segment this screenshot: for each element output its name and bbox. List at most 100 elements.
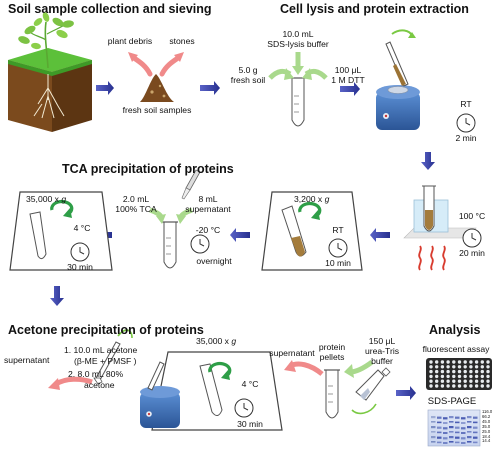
label-cent2-time: 30 min — [67, 262, 93, 272]
tree-seedling-icon — [18, 12, 74, 69]
label-stones: stones — [169, 36, 195, 46]
label-buffer-volume: 10.0 mL — [282, 29, 314, 39]
plate-well — [452, 360, 456, 364]
label-urea-tris: urea-Tris — [364, 346, 400, 356]
plate-well — [469, 379, 473, 383]
gel-marker-label: 116.0 — [482, 409, 493, 414]
flow-arrow — [340, 82, 360, 96]
plate-well — [440, 365, 445, 369]
gel-band — [461, 422, 466, 424]
plate-well — [452, 374, 456, 379]
plate-well — [474, 365, 479, 369]
plate-well — [452, 369, 456, 374]
gel-band — [443, 427, 448, 430]
gel-band — [455, 426, 460, 429]
rotation-arrow-icon — [298, 201, 322, 220]
gel-band — [461, 432, 466, 434]
tube-icon — [199, 363, 223, 416]
remove-arrow — [48, 376, 93, 390]
flow-arrow — [230, 228, 250, 242]
plate-well — [435, 384, 439, 388]
plate-well — [446, 374, 450, 379]
gel-marker-label: 25.0 — [482, 428, 491, 434]
plate-well — [435, 369, 439, 374]
plate-well — [440, 384, 445, 388]
gel-band — [461, 442, 466, 444]
gel-band — [473, 431, 478, 434]
plate-well — [435, 379, 439, 383]
clock-icon — [234, 398, 254, 418]
label-vortex-time: 2 min — [455, 133, 477, 143]
plate-well — [446, 379, 450, 383]
plate-well — [446, 365, 450, 369]
plate-well — [429, 365, 433, 369]
gel-band — [449, 436, 454, 439]
label-heat-time: 20 min — [459, 248, 485, 258]
heading-tca-precipitation: TCA precipitation of proteins — [62, 162, 234, 176]
resuspend-tube-icon — [351, 367, 391, 415]
label-speed-1: 3,200 x g — [294, 194, 330, 204]
label-sds-page: SDS-PAGE — [427, 396, 477, 407]
gel-band — [455, 416, 460, 419]
tube-icon — [324, 369, 340, 419]
gel-band — [437, 416, 442, 419]
plate-well — [446, 369, 450, 374]
plate-well — [474, 369, 479, 374]
label-buffer-name: SDS-lysis buffer — [267, 39, 329, 49]
gel-band — [467, 436, 472, 439]
plate-well — [463, 365, 467, 369]
gel-marker-label: 18.4 — [482, 433, 491, 439]
flow-arrow — [370, 228, 390, 242]
label-speed-2: 35,000 x g — [26, 194, 67, 204]
label-cent2-temp: 4 °C — [73, 223, 91, 233]
gel-band — [449, 421, 454, 423]
plate-well — [446, 384, 450, 388]
heat-block-icon — [403, 185, 477, 239]
flow-arrow — [421, 152, 435, 170]
tube-icon — [162, 221, 178, 269]
plate-well — [457, 374, 462, 379]
label-urea-volume: 150 μL — [368, 336, 396, 346]
gel-marker-label: 66.2 — [482, 413, 491, 419]
plate-well — [486, 365, 490, 369]
remove-arrow — [159, 52, 184, 77]
plate-well — [486, 374, 490, 379]
sds-page-gel-icon — [427, 409, 481, 447]
plate-well — [474, 374, 479, 379]
plate-well — [474, 384, 479, 388]
heading-acetone-precipitation: Acetone precipitation of proteins — [8, 323, 204, 337]
add-arrow — [268, 52, 328, 80]
label-supernatant-2: supernatant — [269, 348, 315, 358]
flow-arrow — [50, 286, 64, 306]
gel-band — [455, 441, 460, 444]
gel-band — [449, 426, 454, 429]
clock-icon — [70, 242, 90, 262]
gel-band — [467, 421, 472, 423]
flow-arrow — [96, 81, 114, 95]
tube-icon — [290, 77, 306, 127]
gel-band — [431, 441, 436, 443]
remove-arrow — [284, 360, 324, 376]
plate-well — [486, 379, 490, 383]
label-speed-3: 35,000 x g — [196, 336, 237, 346]
vortex-mixer-icon — [376, 29, 420, 130]
gel-band — [455, 436, 460, 439]
gel-marker-label: 45.0 — [482, 418, 491, 424]
gel-band — [431, 436, 436, 439]
label-buffer: buffer — [371, 356, 393, 366]
plate-well — [429, 374, 433, 379]
label-sup-volume: 8 mL — [198, 194, 218, 204]
gel-band — [431, 421, 436, 423]
add-arrow — [344, 359, 374, 378]
label-fluorescent-assay: fluorescent assay — [422, 344, 490, 354]
plate-well — [469, 369, 473, 374]
clock-icon — [328, 238, 348, 258]
label-cent3-time: 30 min — [237, 419, 263, 429]
label-cent1-time: 10 min — [325, 258, 351, 268]
gel-band — [473, 426, 478, 429]
plate-well — [469, 374, 473, 379]
plate-well — [440, 360, 445, 364]
flow-arrow — [396, 386, 416, 400]
gel-band — [437, 436, 442, 439]
